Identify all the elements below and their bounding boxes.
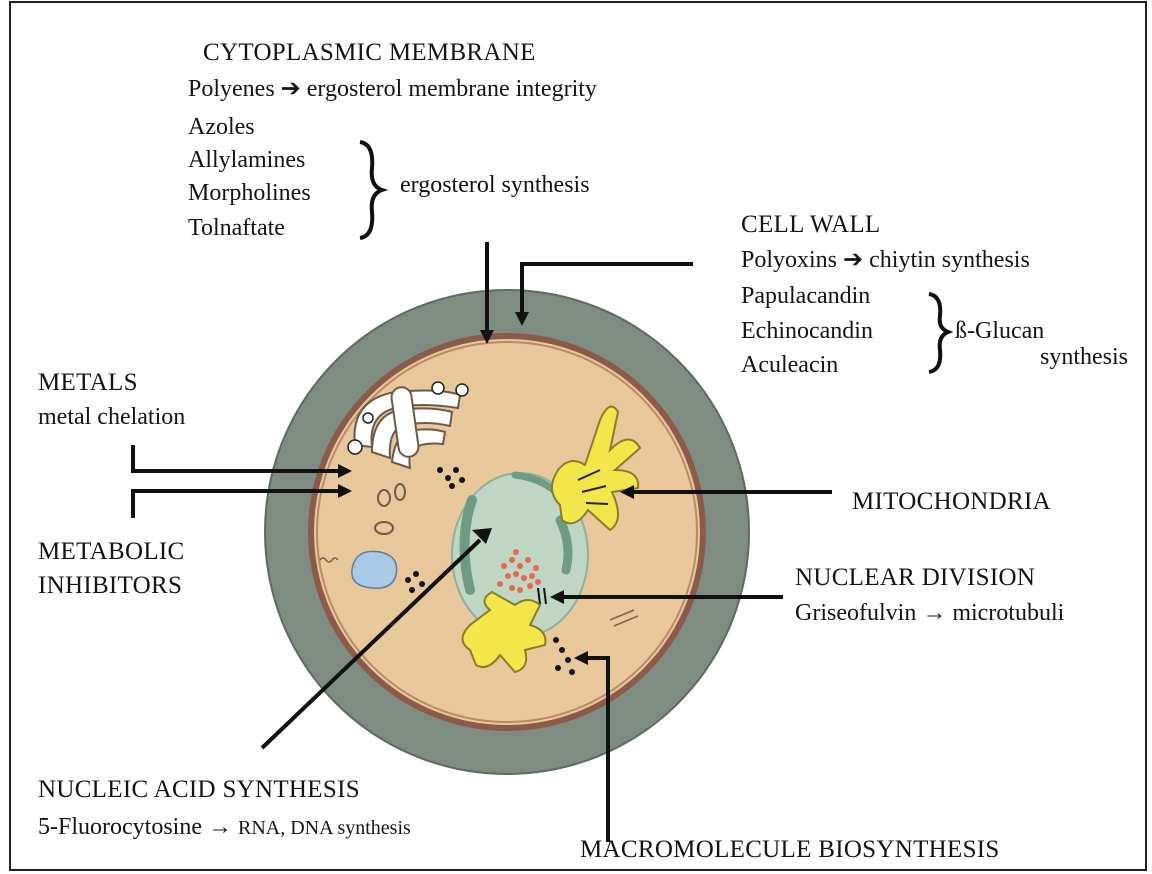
cytoplasmic-membrane-label: CYTOPLASMIC MEMBRANE Polyenes ➔ ergoster… [188,39,597,241]
ergosterol-synthesis-target: ergosterol synthesis [400,172,590,198]
azoles-drug: Azoles [188,114,255,140]
polyoxins-drug: Polyoxins [741,247,837,273]
griseofulvin-line: Griseofulvin → microtubuli [795,600,1065,626]
fungal-cell [265,290,749,774]
mitochondria-heading: MITOCHONDRIA [852,488,1051,515]
cell-wall-heading: CELL WALL [741,211,880,238]
papulacandin-drug: Papulacandin [741,283,870,309]
aculeacin-drug: Aculeacin [741,352,838,378]
morpholines-drug: Morpholines [188,180,311,206]
nucleic-acid-heading: NUCLEIC ACID SYNTHESIS [38,776,360,803]
glucan-synthesis-brace [929,294,948,372]
allylamines-drug: Allylamines [188,147,305,173]
cytoplasmic-membrane-heading: CYTOPLASMIC MEMBRANE [203,39,536,66]
polyenes-arrow: ➔ [281,76,301,102]
ergosterol-synthesis-brace [360,142,382,238]
nuclear-division-heading: NUCLEAR DIVISION [795,564,1035,591]
polyoxins-line: Polyoxins ➔ chiytin synthesis [741,247,1030,273]
polyenes-target: ergosterol membrane integrity [307,76,597,102]
fluorocytosine-arrow: → [208,814,232,840]
griseofulvin-drug: Griseofulvin [795,600,916,626]
metals-heading: METALS [38,369,138,396]
metals-subtext: metal chelation [38,404,185,430]
griseofulvin-target: microtubuli [952,600,1064,626]
echinocandin-drug: Echinocandin [741,318,873,344]
polyenes-line: Polyenes ➔ ergosterol membrane integrity [188,76,597,102]
fluorocytosine-target: RNA, DNA synthesis [238,817,411,839]
polyoxins-target: chiytin synthesis [869,247,1030,273]
glucan-target-line1: ß-Glucan [955,318,1044,344]
macromolecule-heading: MACROMOLECULE BIOSYNTHESIS [580,836,1000,863]
fluorocytosine-drug: 5-Fluorocytosine [38,814,202,840]
glucan-target-line2: synthesis [1040,344,1128,370]
fluorocytosine-line: 5-Fluorocytosine → RNA, DNA synthesis [38,814,411,840]
metabolic-heading-line1: METABOLIC [38,538,185,565]
metabolic-heading-line2: INHIBITORS [38,572,182,599]
vacuole [352,551,397,588]
polyenes-drug: Polyenes [188,76,275,102]
tolnaftate-drug: Tolnaftate [188,215,285,241]
griseofulvin-arrow: → [922,600,946,626]
polyoxins-arrow: ➔ [843,247,863,273]
